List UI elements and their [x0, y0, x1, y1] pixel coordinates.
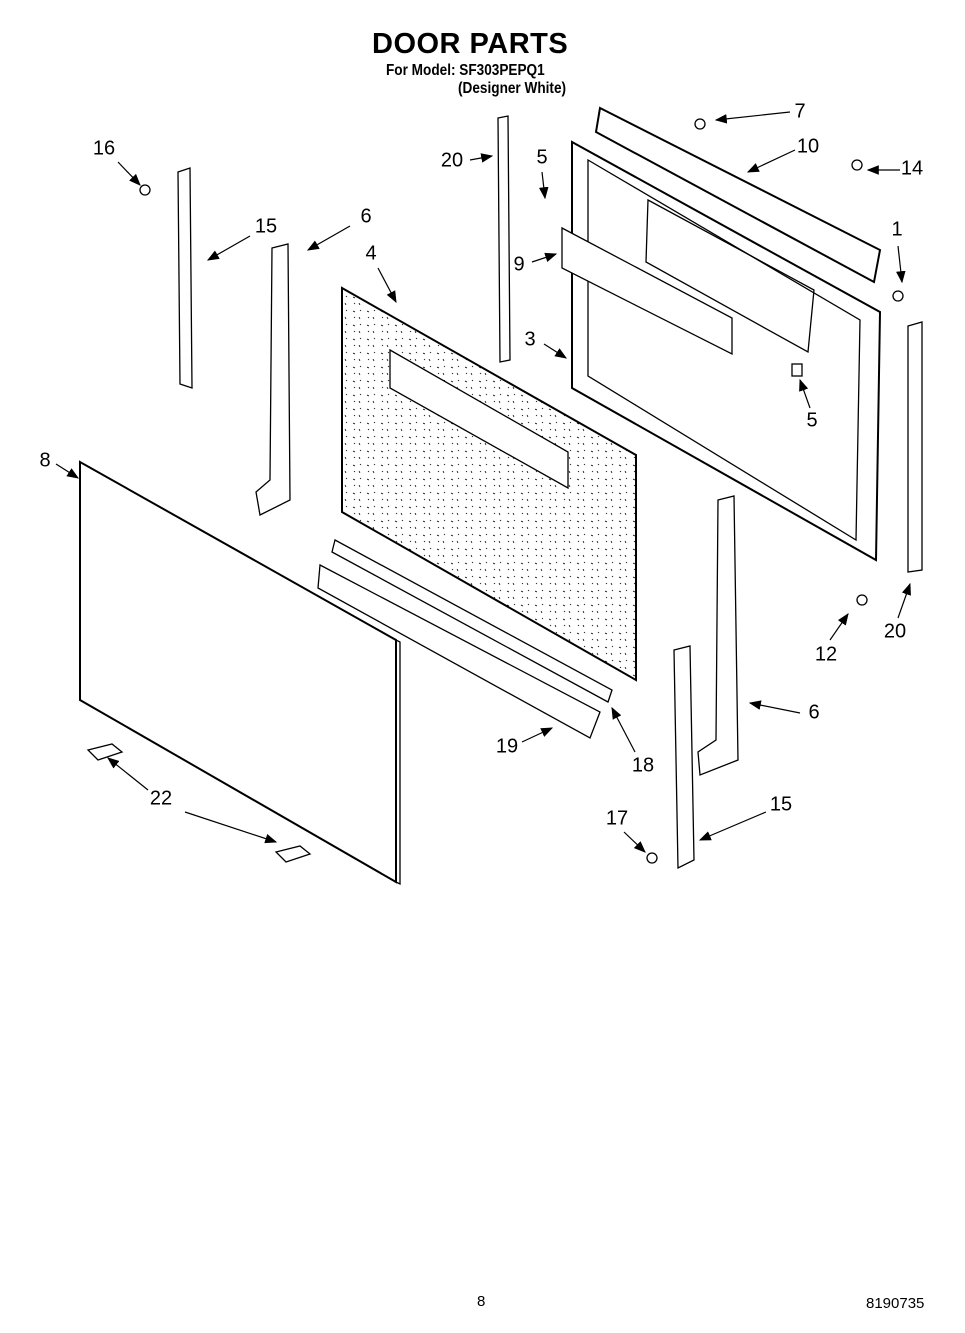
callout-5-bumper: 5: [806, 409, 818, 432]
callout-12: 12: [814, 643, 838, 666]
callout-6-right: 6: [808, 701, 820, 724]
callout-15-right: 15: [769, 793, 793, 816]
clip-part-22-a: [86, 743, 124, 761]
screw-part-12: [856, 594, 868, 606]
screw-part-17: [646, 852, 658, 864]
callout-7: 7: [794, 100, 806, 123]
callout-20: 20: [440, 149, 464, 172]
color-line: (Designer White): [458, 80, 567, 97]
callout-20-right: 20: [883, 620, 907, 643]
screw-part-7: [694, 118, 706, 130]
screw-part-16: [139, 184, 151, 196]
callout-8: 8: [39, 449, 51, 472]
clip-part-22-b: [274, 845, 312, 863]
window-glass-part-9: [561, 226, 733, 356]
side-strip-part-20-right: [907, 321, 923, 573]
side-strip-part-20-left: [497, 115, 511, 363]
hinge-bracket-part-15-left: [177, 167, 193, 389]
bottom-channel-part-18: [331, 539, 613, 703]
hinge-bracket-part-15-right: [673, 645, 695, 870]
callout-9: 9: [513, 253, 525, 276]
callout-14: 14: [900, 157, 924, 180]
page-number: 8: [477, 1293, 486, 1310]
callout-1: 1: [891, 218, 903, 241]
screw-part-14: [851, 159, 863, 171]
screw-part-1: [892, 290, 904, 302]
page-title: DOOR PARTS: [372, 28, 569, 60]
bumper-part-5: [791, 363, 803, 377]
callout-4: 4: [365, 242, 377, 265]
document-number: 8190735: [866, 1295, 925, 1312]
callout-6: 6: [360, 205, 372, 228]
hinge-part-6-right: [697, 495, 739, 776]
callout-5: 5: [536, 146, 548, 169]
callout-16: 16: [92, 137, 116, 160]
callout-10: 10: [796, 135, 820, 158]
callout-19: 19: [495, 735, 519, 758]
callout-17: 17: [605, 807, 629, 830]
model-line: For Model: SF303PEPQ1: [386, 62, 545, 79]
hinge-part-6-left: [255, 243, 291, 516]
top-trim-part-10: [594, 106, 882, 284]
callout-15: 15: [254, 215, 278, 238]
callout-18: 18: [631, 754, 655, 777]
callout-3: 3: [524, 328, 536, 351]
outer-glass-part-8: [79, 460, 397, 884]
callout-22: 22: [149, 787, 173, 810]
bottom-trim-part-19: [317, 563, 601, 739]
